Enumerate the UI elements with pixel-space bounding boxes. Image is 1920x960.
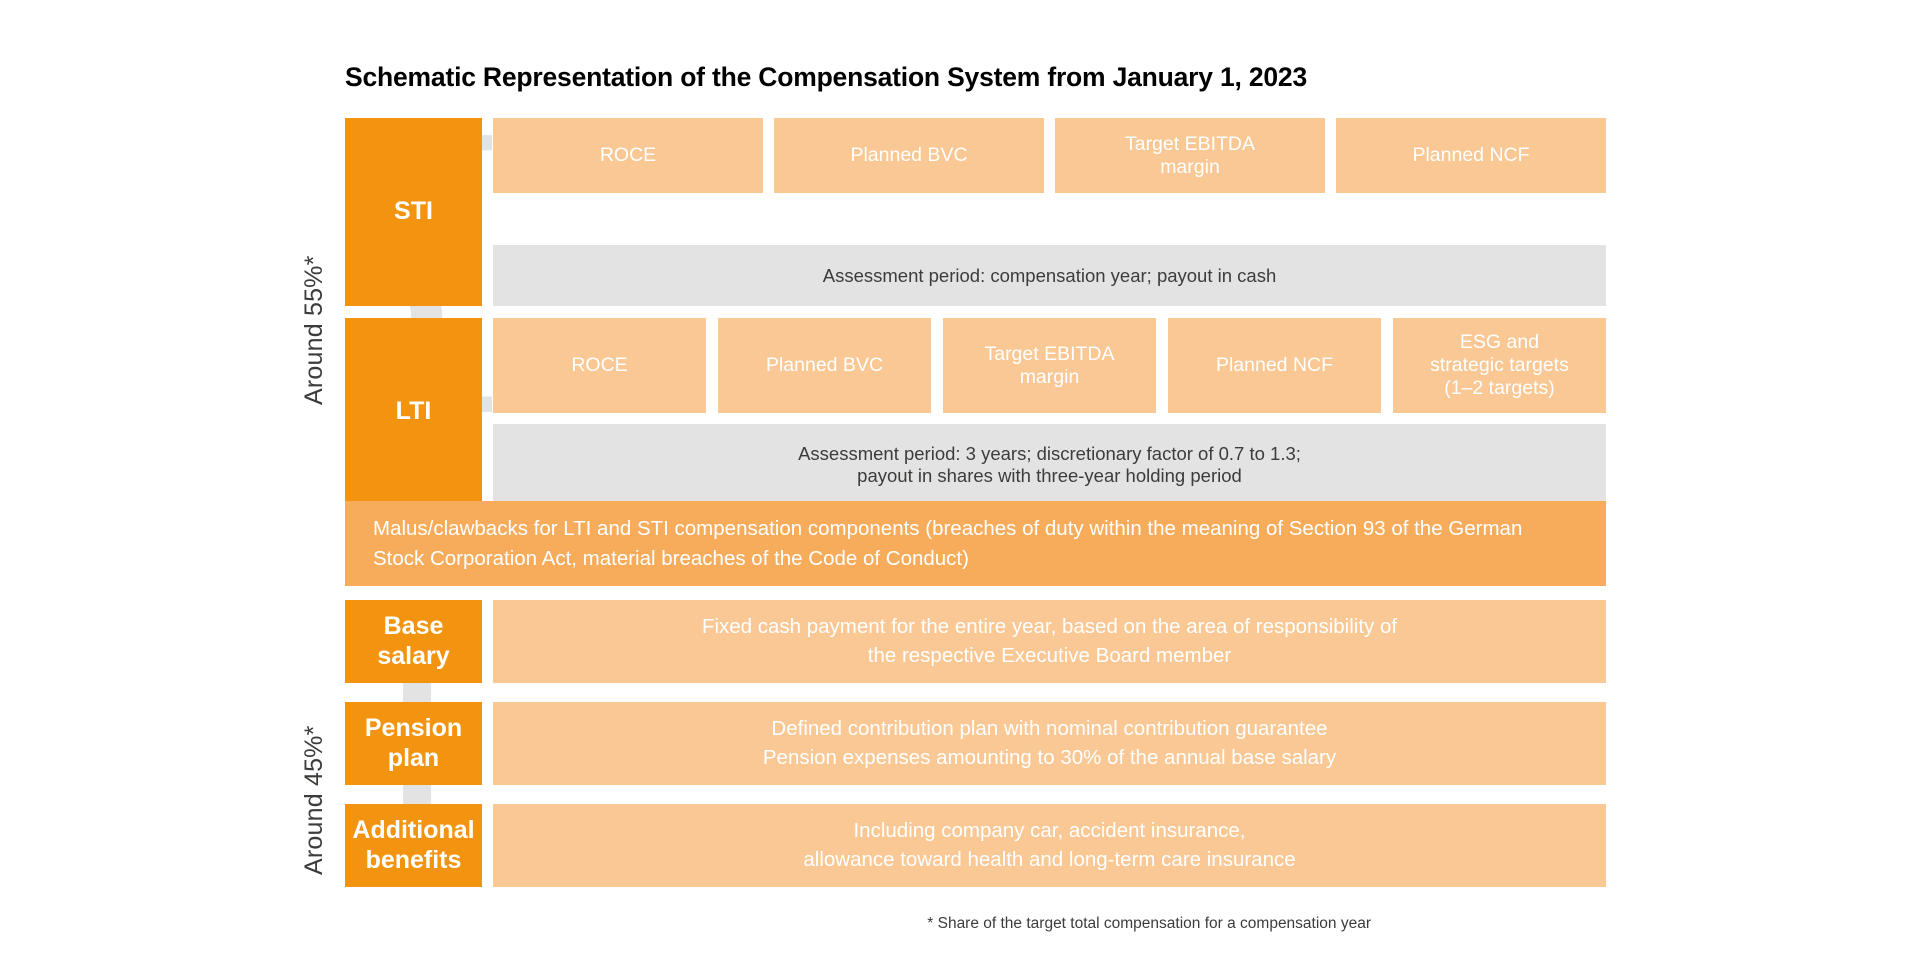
assessment-bar-lti: Assessment period: 3 years; discretionar… <box>493 424 1606 506</box>
footnote: * Share of the target total compensation… <box>927 915 1371 932</box>
kpi-box-sti-roce: ROCE <box>493 118 763 193</box>
description-box-base-salary: Fixed cash payment for the entire year, … <box>493 600 1606 683</box>
page-title: Schematic Representation of the Compensa… <box>345 62 1307 92</box>
category-box-base-salary: Base salary <box>345 600 482 683</box>
category-box-lti: LTI <box>345 318 482 506</box>
description-box-pension-plan: Defined contribution plan with nominal c… <box>493 702 1606 785</box>
kpi-box-lti-roce: ROCE <box>493 318 706 413</box>
kpi-box-sti-planned-ncf: Planned NCF <box>1336 118 1606 193</box>
category-box-additional-benefits: Additional benefits <box>345 804 482 887</box>
category-box-pension-plan: Pension plan <box>345 702 482 785</box>
kpi-box-lti-target-ebitda-margin: Target EBITDA margin <box>943 318 1156 413</box>
assessment-bar-sti: Assessment period: compensation year; pa… <box>493 245 1606 306</box>
malus-clawbacks-banner: Malus/clawbacks for LTI and STI compensa… <box>345 501 1606 586</box>
kpi-box-sti-target-ebitda-margin: Target EBITDA margin <box>1055 118 1325 193</box>
description-box-additional-benefits: Including company car, accident insuranc… <box>493 804 1606 887</box>
kpi-box-sti-planned-bvc: Planned BVC <box>774 118 1044 193</box>
category-box-sti: STI <box>345 118 482 306</box>
kpi-box-lti-planned-ncf: Planned NCF <box>1168 318 1381 413</box>
kpi-box-lti-esg-strategic-targets: ESG and strategic targets (1–2 targets) <box>1393 318 1606 413</box>
kpi-box-lti-planned-bvc: Planned BVC <box>718 318 931 413</box>
